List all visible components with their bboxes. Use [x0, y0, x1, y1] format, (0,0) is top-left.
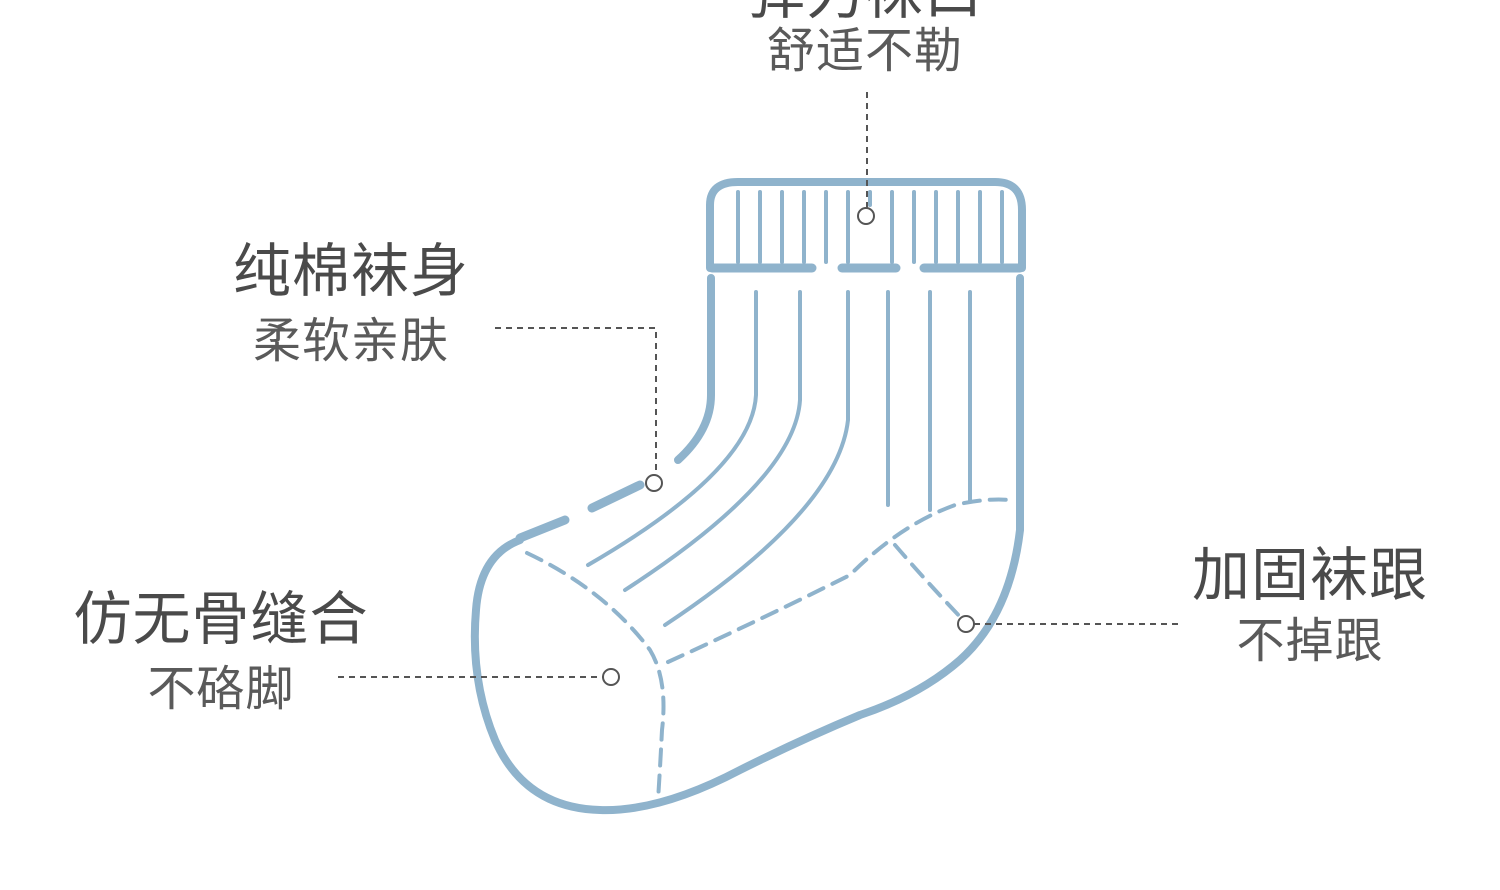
cuff-point-marker: [857, 207, 875, 225]
sock-leg-left-outline: [674, 274, 715, 464]
toe-point-marker: [602, 668, 620, 686]
heel-point-marker: [957, 615, 975, 633]
cuff-ribs: [736, 190, 1004, 264]
cuff-callout-subtitle: 舒适不勒: [766, 23, 963, 79]
leader-lines: [338, 92, 1182, 678]
toe-callout-subtitle: 不硌脚: [147, 661, 295, 717]
leader-dots: [602, 207, 975, 686]
body-point-marker: [645, 474, 663, 492]
instep-segment: [587, 480, 645, 513]
dashed-seams: [525, 497, 1012, 802]
body-callout-subtitle: 柔软亲肤: [252, 313, 449, 369]
heel-callout-subtitle: 不掉跟: [1236, 613, 1384, 669]
leg-ribs: [586, 290, 972, 627]
instep-segment: [515, 515, 570, 543]
toe-seam: [525, 551, 666, 802]
heel-seam: [666, 497, 1012, 664]
sock-illustration: [470, 178, 1026, 815]
cuff-callout-title: 弹力袜口: [730, 0, 1000, 26]
heel-seam-diagonal: [893, 543, 967, 624]
toe-callout-title: 仿无骨缝合: [73, 585, 369, 653]
body-leader-line: [495, 327, 657, 474]
body-callout-title: 纯棉袜身: [232, 237, 469, 305]
heel-callout-title: 加固袜跟: [1191, 541, 1428, 609]
sock-body-outline: [470, 274, 1024, 815]
